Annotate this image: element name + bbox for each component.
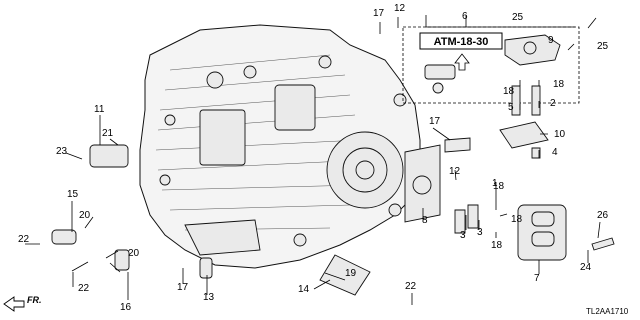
up-arrow-icon [454,53,470,71]
callout-17: 17 [429,116,441,127]
callout-22: 22 [78,283,90,294]
callout-17: 17 [177,282,189,293]
callout-22: 22 [18,234,30,245]
front-label: FR. [27,295,42,305]
callout-3: 3 [460,230,466,241]
callout-4: 4 [552,147,558,158]
callout-20: 20 [79,210,91,221]
solenoid-assembly [517,204,615,261]
callout-1: 1 [492,178,498,189]
callout-25: 25 [512,12,524,23]
callout-23: 23 [56,146,68,157]
front-direction-indicator: FR. [3,295,42,312]
callout-2: 2 [550,98,556,109]
front-arrow-icon [3,296,25,312]
left-side-sensors [51,137,471,296]
callout-18: 18 [553,79,565,90]
leader-lines [25,15,601,305]
callout-8: 8 [422,215,428,226]
callout-7: 7 [534,273,540,284]
pipes [454,85,541,234]
callout-11: 11 [94,104,105,115]
callout-18: 18 [503,86,515,97]
filter-plate [404,121,549,223]
callout-22: 22 [405,281,417,292]
callout-20: 20 [128,248,140,259]
transmission-housing [139,24,421,269]
callout-25: 25 [597,41,609,52]
callout-12: 12 [394,3,406,14]
callout-15: 15 [67,189,79,200]
callout-24: 24 [580,262,592,273]
callout-9: 9 [548,35,554,46]
callout-6: 6 [462,11,468,22]
callout-13: 13 [203,292,215,303]
reference-label: ATM-18-30 [434,36,489,48]
callout-21: 21 [102,128,114,139]
callout-17: 17 [373,8,385,19]
callout-18: 18 [511,214,523,225]
catalog-code: TL2AA1710 [586,307,629,316]
callout-16: 16 [120,302,132,313]
callout-12: 12 [449,166,461,177]
callout-numbers: 17 12 6 25 9 25 18 18 5 2 10 4 11 21 23 … [18,3,609,313]
callout-19: 19 [345,268,357,279]
callout-26: 26 [597,210,609,221]
callout-10: 10 [554,129,566,140]
callout-5: 5 [508,102,514,113]
callout-18: 18 [493,181,505,192]
callout-14: 14 [298,284,310,295]
callout-18: 18 [491,240,503,251]
callout-3: 3 [477,227,483,238]
reference-inset-box: ATM-18-30 [402,26,580,104]
